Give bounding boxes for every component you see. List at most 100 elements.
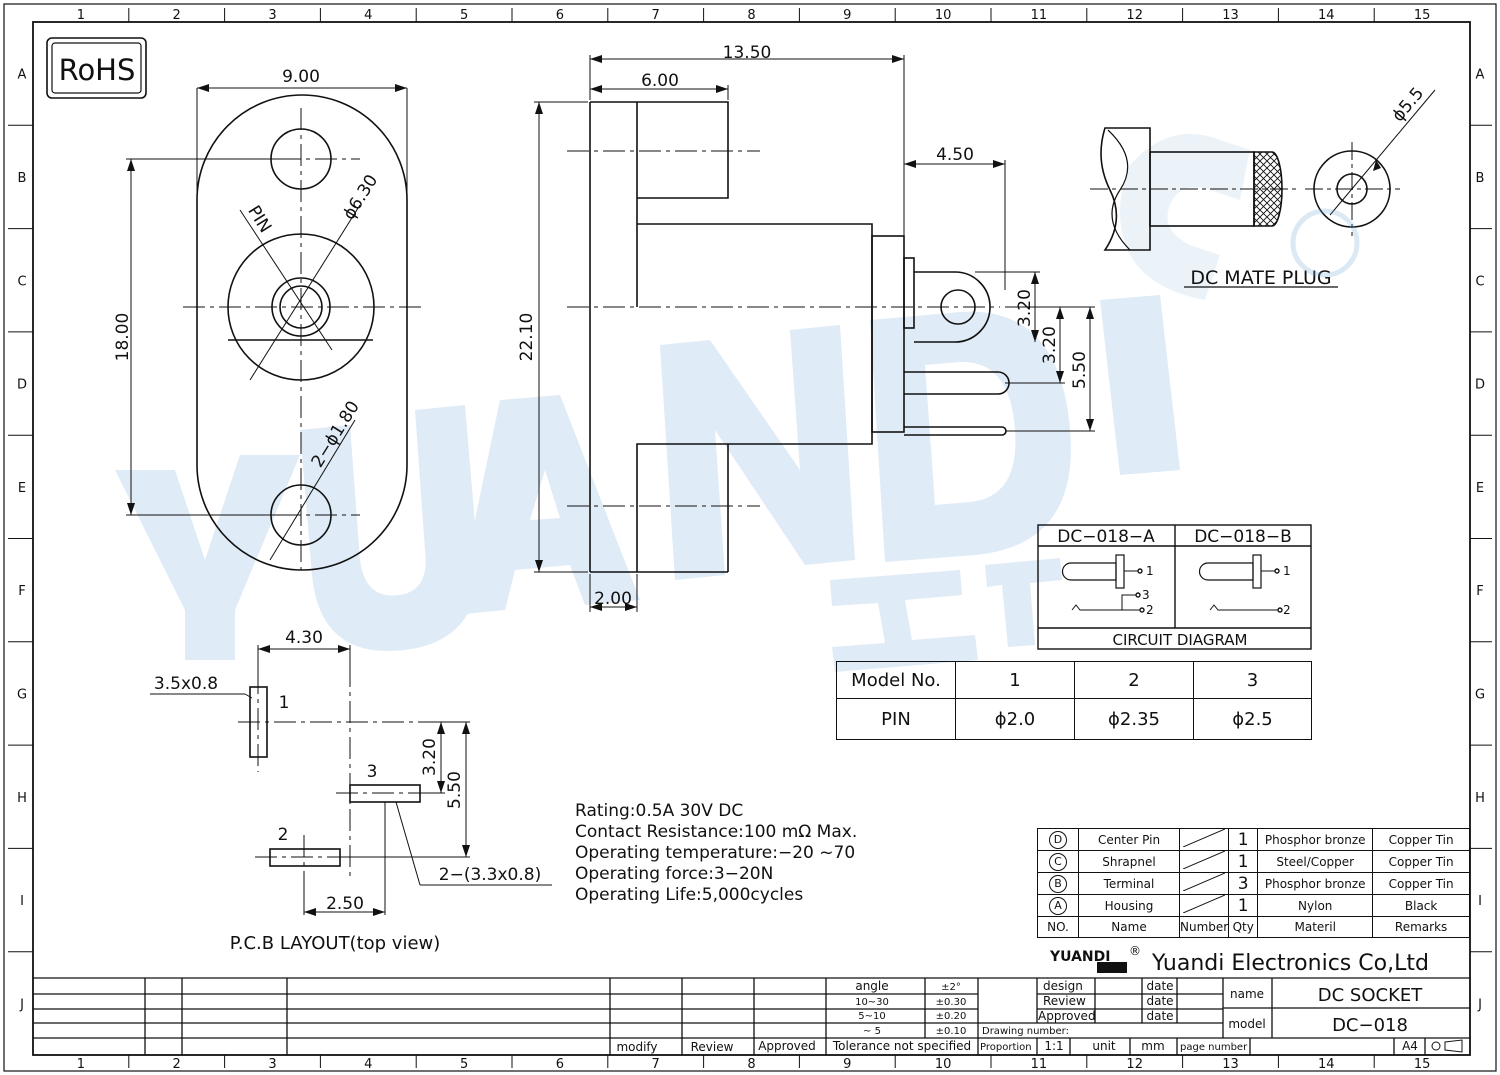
- bom-table: D Center Pin 1 Phosphor bronze Copper Ti…: [1037, 828, 1470, 938]
- bom-name: Housing: [1078, 894, 1180, 917]
- tb-proportion: Proportion: [980, 1042, 1032, 1053]
- tol-value: ±0.20: [936, 1011, 967, 1022]
- tb-scale: 1:1: [1044, 1039, 1063, 1053]
- company-logo-text: YUANDI: [1049, 949, 1110, 965]
- grid-col-label: 7: [652, 1057, 660, 1072]
- model-header-cell: 2: [1074, 661, 1194, 699]
- spec-line: Rating:0.5A 30V DC: [575, 801, 743, 821]
- bom-number: [1178, 850, 1230, 873]
- tol-range: 5~10: [858, 1011, 885, 1022]
- bom-remarks: Black: [1372, 894, 1470, 917]
- bom-material: Nylon: [1257, 894, 1374, 917]
- tol-footer: Tolerance not specified: [832, 1039, 971, 1053]
- grid-col-label: 5: [460, 1057, 468, 1072]
- rev-review: Review: [691, 1040, 734, 1054]
- lug-offset-dim: 4.50: [936, 145, 974, 165]
- model-row-cell: ϕ2.0: [955, 698, 1075, 740]
- bom-qty: 1: [1228, 828, 1259, 851]
- side-front-dim: 6.00: [641, 71, 679, 91]
- grid-col-label: 8: [747, 8, 755, 23]
- tb-model-value: DC−018: [1332, 1015, 1408, 1036]
- pad3-label: 3: [367, 762, 378, 782]
- spec-line: Contact Resistance:100 mΩ Max.: [575, 822, 857, 842]
- grid-row-label: I: [20, 894, 24, 909]
- grid-row-label: J: [1477, 997, 1482, 1012]
- title-block: [33, 977, 1470, 1055]
- bom-header-number: Number: [1178, 916, 1230, 938]
- grid-col-label: 12: [1126, 1057, 1143, 1072]
- lug-a-dim: 3.20: [1015, 289, 1035, 327]
- mate-plug: [1090, 89, 1436, 288]
- grid-col-label: 15: [1414, 1057, 1431, 1072]
- variant-a-label: DC−018−A: [1057, 527, 1155, 547]
- bom-row: C Shrapnel 1 Steel/Copper Copper Tin: [1037, 850, 1470, 873]
- bom-number: [1178, 828, 1230, 851]
- company-name: Yuandi Electronics Co,Ltd: [1151, 951, 1429, 976]
- grid-col-label: 2: [173, 8, 181, 23]
- grid-row-label: G: [17, 687, 27, 702]
- grid-col-label: 12: [1126, 8, 1143, 23]
- pin-spacing-dim: 5.50: [1070, 351, 1090, 389]
- b-pin2: 2: [1283, 603, 1291, 617]
- pcb-y1-dim: 3.20: [420, 738, 440, 776]
- grid-row-label: D: [1475, 378, 1485, 393]
- grid-col-label: 14: [1318, 1057, 1335, 1072]
- tol-range: 10~30: [855, 997, 889, 1008]
- bom-qty: 1: [1228, 894, 1259, 917]
- model-row-cell: PIN: [836, 698, 956, 740]
- bom-no: A: [1037, 894, 1079, 917]
- grid-row-label: E: [18, 481, 26, 496]
- watermark: [115, 133, 1250, 672]
- pin-ring-dim: ϕ6.30: [339, 171, 382, 223]
- circuit-diagram: [1037, 524, 1312, 650]
- side-view: [534, 55, 1095, 612]
- grid-row-label: C: [1475, 274, 1484, 289]
- grid-ticks: [8, 8, 1492, 1068]
- model-row-cell: ϕ2.35: [1074, 698, 1194, 740]
- grid-col-label: 5: [460, 8, 468, 23]
- tb-drawing-number: Drawing number:: [982, 1026, 1069, 1037]
- grid-row-label: H: [17, 791, 27, 806]
- spec-line: Operating Life:5,000cycles: [575, 885, 803, 905]
- company-logo: YUANDI ®: [1049, 944, 1141, 973]
- grid-col-label: 7: [652, 8, 660, 23]
- bom-name: Shrapnel: [1078, 850, 1180, 873]
- bom-number: [1178, 872, 1230, 895]
- tb-sheet-size: A4: [1402, 1039, 1418, 1053]
- rohs-text: RoHS: [59, 53, 136, 87]
- tb-date: date: [1146, 994, 1173, 1008]
- bom-remarks: Copper Tin: [1372, 872, 1470, 895]
- variant-b-label: DC−018−B: [1194, 527, 1292, 547]
- mate-plug-label: DC MATE PLUG: [1190, 267, 1331, 289]
- grid-col-label: 1: [77, 8, 85, 23]
- tb-name-value: DC SOCKET: [1318, 985, 1423, 1006]
- bom-material: Phosphor bronze: [1257, 828, 1374, 851]
- a-pin3: 3: [1142, 588, 1150, 602]
- rev-approved: Approved: [758, 1039, 816, 1053]
- a-pin1: 1: [1146, 564, 1154, 578]
- front-width-dim: 9.00: [282, 67, 320, 87]
- grid-row-label: E: [1476, 481, 1484, 496]
- bom-header-remarks: Remarks: [1372, 916, 1470, 938]
- bom-header-material: Materil: [1257, 916, 1374, 938]
- bom-no: B: [1037, 872, 1079, 895]
- tb-date: date: [1146, 979, 1173, 993]
- grid-col-label: 6: [556, 8, 564, 23]
- revision-block: modify Review Approved: [616, 1039, 815, 1054]
- grid-col-label: 14: [1318, 8, 1335, 23]
- tb-date: date: [1146, 1009, 1173, 1023]
- tb-design: design: [1043, 979, 1083, 993]
- pin-model-table: Model No. 1 2 3 PIN ϕ2.0 ϕ2.35 ϕ2.5: [836, 661, 1312, 740]
- bom-no: D: [1037, 828, 1079, 851]
- grid-col-label: 15: [1414, 8, 1431, 23]
- bom-number: [1178, 894, 1230, 917]
- model-header-cell: 1: [955, 661, 1075, 699]
- tb-model-label: model: [1228, 1017, 1265, 1031]
- grid-col-label: 13: [1222, 1057, 1239, 1072]
- circuit-label: CIRCUIT DIAGRAM: [1113, 631, 1248, 649]
- tb-name-label: name: [1230, 987, 1264, 1001]
- pad1-label: 1: [279, 693, 290, 713]
- projection-icon: [1431, 1039, 1463, 1053]
- grid-col-label: 13: [1222, 8, 1239, 23]
- front-view: [126, 84, 425, 571]
